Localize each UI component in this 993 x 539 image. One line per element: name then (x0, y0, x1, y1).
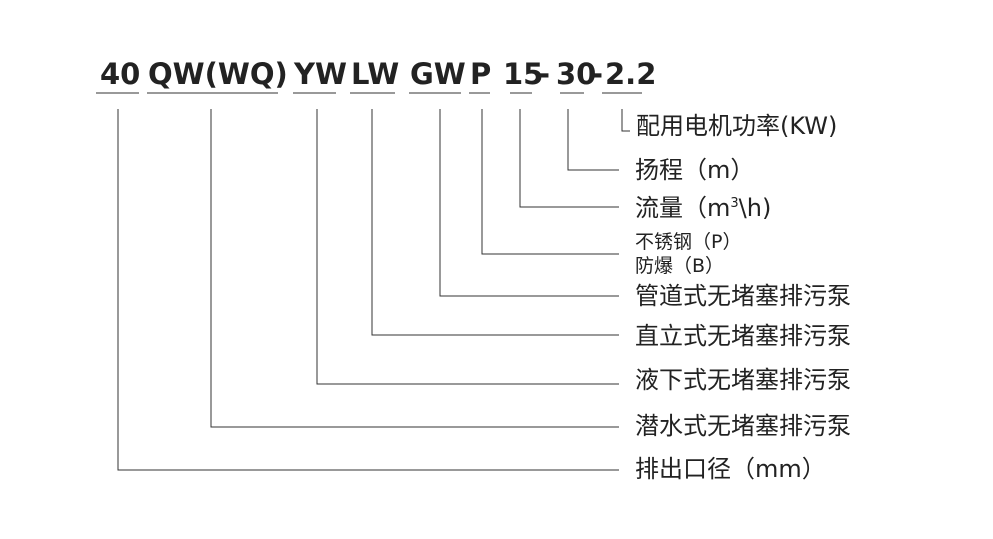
code-flow: 15 (503, 57, 543, 91)
label-flow: 流量（m3\h) (635, 194, 771, 222)
label-power: 配用电机功率(KW) (636, 112, 837, 140)
connector-flow (519, 109, 619, 208)
connector-bore (117, 109, 619, 471)
code-power: 2.2 (605, 57, 656, 91)
connector-head (567, 109, 619, 171)
label-bore: 排出口径（mm） (635, 455, 826, 483)
code-qw: QW(WQ) (148, 57, 288, 91)
connector-yw (316, 109, 619, 385)
label-lw: 直立式无堵塞排污泵 (635, 322, 851, 350)
code-bore: 40 (100, 57, 140, 91)
code-dash-2: - (591, 57, 603, 91)
code-yw: YW (293, 57, 347, 91)
code-p: P (470, 57, 491, 91)
label-explosion-proof: 防爆（B） (635, 255, 724, 277)
connector-lw (371, 109, 619, 336)
label-flow-prefix: 流量（m (635, 194, 730, 222)
label-flow-suffix: \h) (739, 194, 772, 222)
label-yw: 液下式无堵塞排污泵 (635, 366, 851, 394)
connector-p (481, 109, 619, 255)
label-gw: 管道式无堵塞排污泵 (635, 282, 851, 310)
connector-gw (439, 109, 619, 297)
label-head: 扬程（m） (635, 156, 754, 184)
connector-lines (117, 109, 630, 471)
label-qw: 潜水式无堵塞排污泵 (635, 412, 851, 440)
label-flow-superscript: 3 (730, 196, 738, 211)
code-head: 30 (556, 57, 596, 91)
connector-power (621, 109, 630, 132)
connector-qw (210, 109, 619, 428)
code-lw: LW (351, 57, 399, 91)
label-stainless: 不锈钢（P） (635, 231, 741, 253)
code-dash-1: - (538, 57, 550, 91)
code-gw: GW (410, 57, 466, 91)
